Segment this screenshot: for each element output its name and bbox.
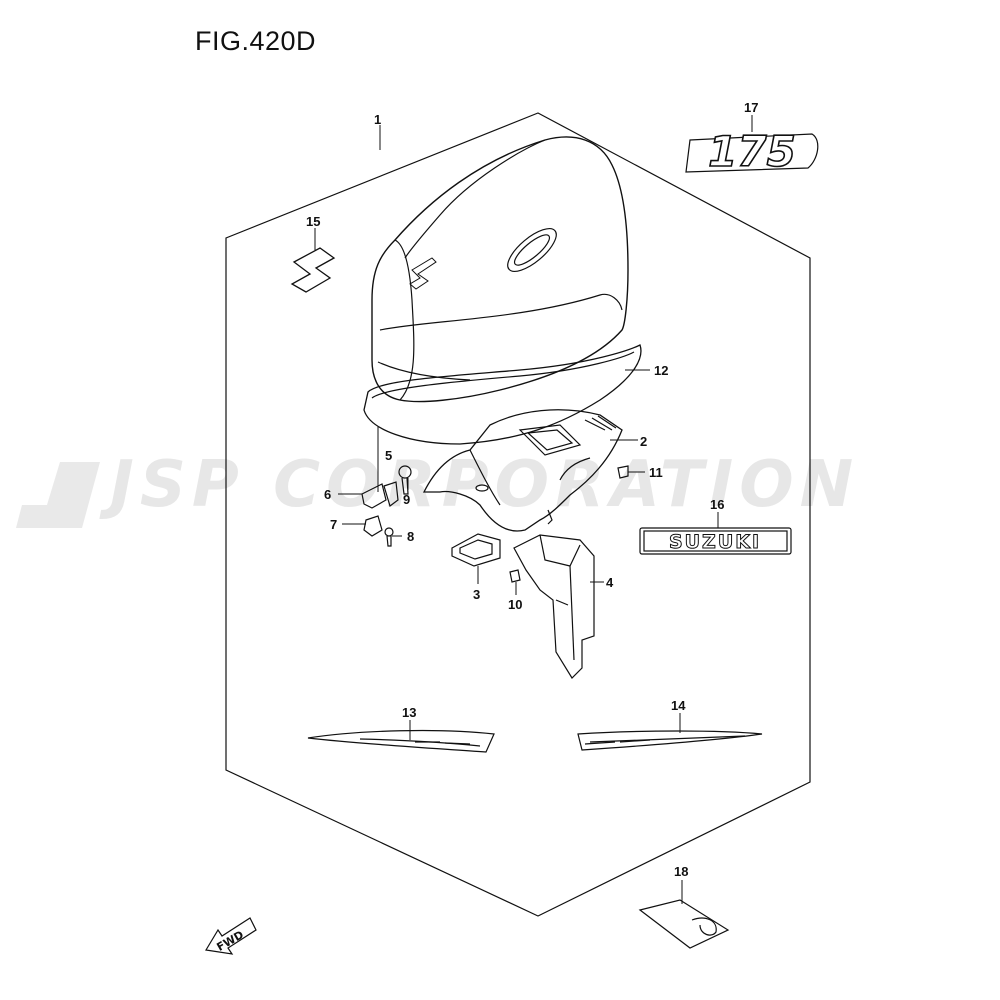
figure-title: FIG.420D	[195, 26, 317, 56]
cover-logo	[409, 257, 437, 290]
callout-7: 7	[330, 517, 338, 532]
callout-2: 2	[640, 434, 648, 449]
duct-seal-part	[451, 533, 501, 567]
bolt-8-part	[384, 527, 394, 547]
s-logo-decal-part	[290, 247, 336, 293]
callout-9: 9	[403, 492, 411, 507]
callout-17: 17	[744, 100, 759, 115]
callout-5: 5	[385, 448, 393, 463]
stripe-decal-13-part	[307, 729, 495, 753]
callout-6: 6	[324, 487, 332, 502]
bolt-9-part	[398, 465, 412, 495]
bottom-pan-part	[422, 409, 623, 532]
engine-cover-part	[371, 136, 629, 403]
callout-8: 8	[407, 529, 415, 544]
callout-12: 12	[654, 363, 669, 378]
callout-15: 15	[306, 214, 321, 229]
leader-lines	[314, 115, 753, 904]
callout-3: 3	[473, 587, 481, 602]
cover-seal-part	[363, 344, 642, 445]
callout-16: 16	[710, 497, 725, 512]
callout-4: 4	[606, 575, 614, 590]
screw-10-part	[509, 569, 521, 583]
stripe-decal-14-part	[577, 730, 763, 751]
tie-18-part	[638, 899, 730, 949]
callout-13: 13	[402, 705, 417, 720]
model-badge-frame	[685, 133, 819, 173]
callout-1: 1	[374, 112, 382, 127]
callout-18: 18	[674, 864, 689, 879]
brand-badge-text: SUZUKI	[669, 531, 761, 553]
group-boundary	[225, 112, 811, 917]
screw-11-part	[617, 465, 629, 479]
fwd-arrow-icon	[205, 917, 257, 955]
callout-11: 11	[649, 465, 663, 480]
model-badge-text: 175	[708, 127, 796, 176]
callout-14: 14	[671, 698, 686, 713]
callout-10: 10	[508, 597, 523, 612]
latch-part	[361, 481, 399, 537]
suzuki-badge-frame	[639, 527, 792, 555]
side-bracket-part	[513, 534, 595, 679]
